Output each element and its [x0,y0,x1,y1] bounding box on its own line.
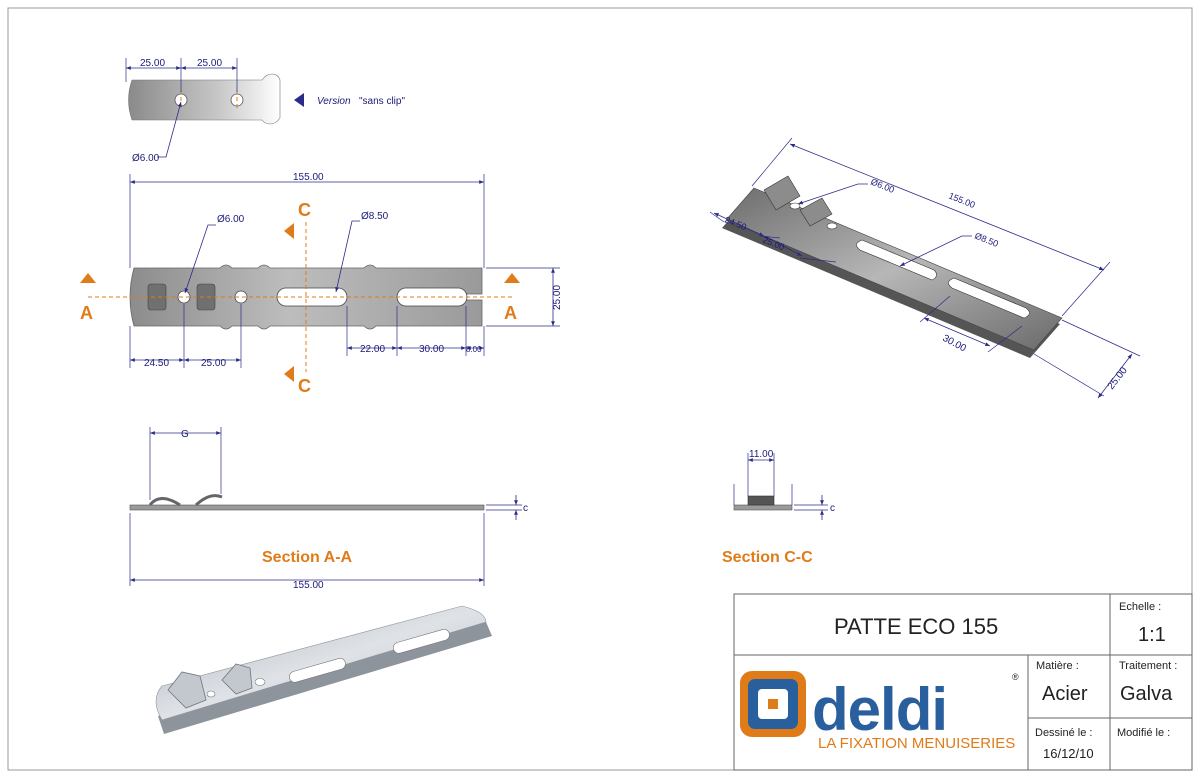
section-c-label-top: C [298,200,311,220]
photo-clip-2 [221,663,253,695]
material-label: Matière : [1036,660,1079,672]
photo-strip [155,605,487,721]
iso-strip [725,187,1063,351]
clip-right [196,283,216,311]
sheet-border [7,7,1193,771]
top-overall-dim: 155.00 [293,172,324,183]
iso-slot-2 [948,277,1030,319]
photo-clip-1 [167,671,207,709]
iso-slot-dim: 30.00 [941,333,969,355]
view-pointer-icon [294,93,304,107]
section-a-label-left: A [80,303,93,323]
section-a-right-arrow [504,273,520,283]
section-a-left-arrow [80,273,96,283]
modified-label: Modifié le : [1117,727,1170,739]
top-dim-22-00: 22.00 [360,344,385,355]
product-photo [155,605,492,734]
treatment-label: Traitement : [1119,660,1177,672]
sans-clip-dim-1: 25.00 [140,58,165,69]
top-width-dim: 25.00 [552,285,563,310]
section-a-clip-left [148,497,181,507]
section-c-thickness-dim: c [830,503,835,514]
sans-clip-strip [128,73,281,125]
photo-slot-2 [393,629,450,654]
section-a-label-right: A [504,303,517,323]
material-value: Acier [1042,683,1088,705]
iso-overall-dim: 155.00 [947,191,976,211]
section-c-c-title: Section C-C [722,549,813,566]
section-c-label-bottom: C [298,376,311,396]
treatment-value: Galva [1120,683,1173,705]
version-sans-clip-view: 25.00 25.00 Ø6.00 Version "sans clip" [125,58,405,164]
photo-hole-1 [206,690,216,698]
top-dim-8-00: 8.00 [466,345,482,354]
photo-hole-2 [254,678,266,686]
drawn-label: Dessiné le : [1035,727,1092,739]
version-label: Version "sans clip" [317,91,405,108]
top-dim-24-50: 24.50 [144,358,169,369]
section-a-thickness-dim: c [523,503,528,514]
logo-tagline: LA FIXATION MENUISERIES [818,735,1015,752]
sans-clip-dim-2: 25.00 [197,58,222,69]
isometric-view: 155.00 Ø6.00 Ø8.50 24.50 25.00 30.00 25.… [709,137,1141,399]
section-a-a-view: G c Section A-A 155.00 [129,427,528,591]
section-c-plate [733,504,793,511]
drawing-title: PATTE ECO 155 [834,614,998,639]
section-a-gap-dim: G [181,429,189,440]
section-a-plate [129,504,485,511]
photo-slot-1 [289,658,346,683]
top-view: A A C C 155.00 Ø6.00 Ø8.50 25.00 24.50 2… [80,172,563,396]
logo-dot [768,699,778,709]
top-hole-dim-2: Ø8.50 [361,211,389,222]
sans-clip-hole-dim: Ø6.00 [132,153,160,164]
logo-registered: ® [1012,672,1019,682]
section-a-clip-right [194,494,223,507]
section-c-width-dim: 11.00 [749,449,774,460]
scale-value: 1:1 [1138,624,1166,646]
title-block: PATTE ECO 155 Echelle : 1:1 Matière : Ac… [733,593,1193,771]
top-dim-30-00: 30.00 [419,344,444,355]
iso-width-dim: 25.00 [1106,365,1130,392]
logo-wordmark: deldi [812,676,947,743]
section-a-length-dim: 155.00 [293,580,324,591]
section-c-top-arrow [284,223,294,239]
top-dim-25-00: 25.00 [201,358,226,369]
section-c-bottom-arrow [284,366,294,382]
section-c-c-view: 11.00 c Section C-C [722,449,835,566]
iso-hole-2 [826,222,838,230]
section-a-a-title: Section A-A [262,549,353,566]
drawn-value: 16/12/10 [1043,746,1094,761]
top-hole-dim-1: Ø6.00 [217,214,245,225]
iso-hole-dim-1: Ø6.00 [869,177,895,195]
scale-label: Echelle : [1119,601,1161,613]
clip-left [147,283,167,311]
deldi-logo: deldi ® LA FIXATION MENUISERIES [740,671,1019,752]
iso-hole-dim-2: Ø8.50 [973,231,999,249]
section-c-clip [747,495,775,506]
